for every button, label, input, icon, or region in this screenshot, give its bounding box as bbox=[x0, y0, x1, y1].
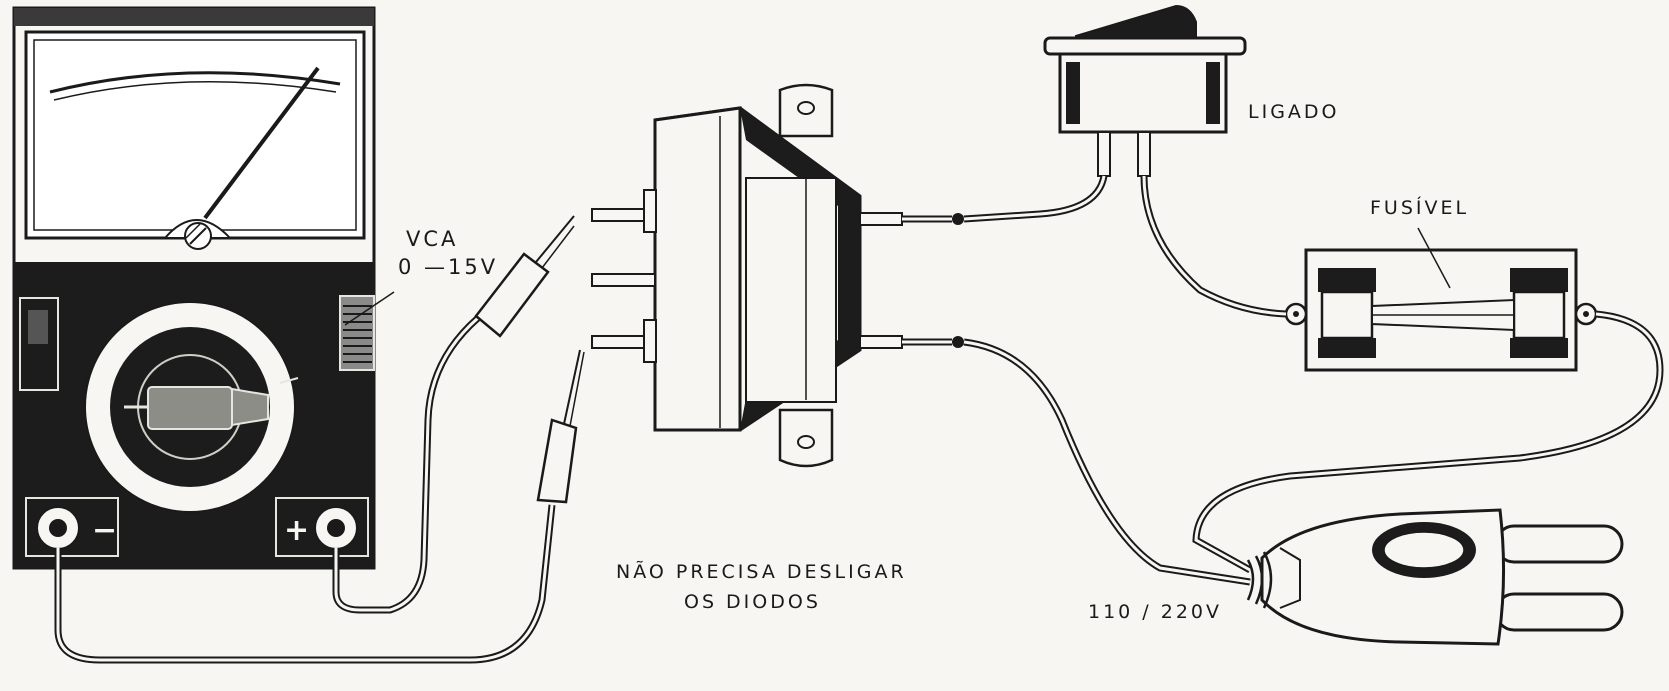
label-ligado: LIGADO bbox=[1248, 101, 1340, 123]
label-voltage: 110 / 220V bbox=[1088, 601, 1223, 623]
multimeter: − + bbox=[12, 6, 376, 570]
transformer bbox=[591, 83, 903, 468]
switch-housing bbox=[1058, 52, 1228, 134]
wire-transformer-plug bbox=[902, 338, 1251, 586]
selector-knob bbox=[147, 386, 233, 430]
wire-switch-fuse bbox=[1140, 175, 1287, 318]
wire-transformer-switch bbox=[902, 175, 1108, 223]
label-note-line2: OS DIODOS bbox=[684, 590, 821, 613]
label-vca-line1: VCA bbox=[406, 227, 459, 251]
range-switch bbox=[339, 295, 375, 371]
minus-jack-panel bbox=[25, 497, 119, 557]
left-slide-switch bbox=[19, 297, 59, 391]
fusivel-pointer-line bbox=[1417, 227, 1451, 289]
transformer-tab-top bbox=[778, 83, 834, 138]
label-vca: VCA 0 —15V bbox=[398, 225, 498, 282]
rocker-switch bbox=[1043, 4, 1247, 177]
transformer-tab-bottom bbox=[778, 408, 834, 468]
vca-pointer-line bbox=[344, 291, 395, 326]
power-plug bbox=[1246, 508, 1624, 646]
fuse-holder bbox=[1284, 248, 1598, 372]
label-note-line1: NÃO PRECISA DESLIGAR bbox=[616, 561, 907, 583]
rocker-button bbox=[1075, 4, 1197, 41]
label-fusivel: FUSÍVEL bbox=[1370, 197, 1470, 219]
label-note: NÃO PRECISA DESLIGAR OS DIODOS bbox=[616, 560, 907, 615]
minus-sign: − bbox=[92, 513, 117, 548]
probe-wires bbox=[54, 315, 556, 664]
plus-probe bbox=[474, 215, 575, 338]
meter-scale bbox=[49, 71, 341, 94]
meter-needle bbox=[203, 66, 320, 220]
common-probe bbox=[536, 349, 585, 504]
plus-sign: + bbox=[284, 513, 309, 548]
label-vca-line2: 0 —15V bbox=[398, 255, 499, 280]
plus-jack-panel bbox=[275, 497, 369, 557]
plug-body bbox=[1260, 508, 1506, 646]
meter-display bbox=[24, 30, 366, 240]
